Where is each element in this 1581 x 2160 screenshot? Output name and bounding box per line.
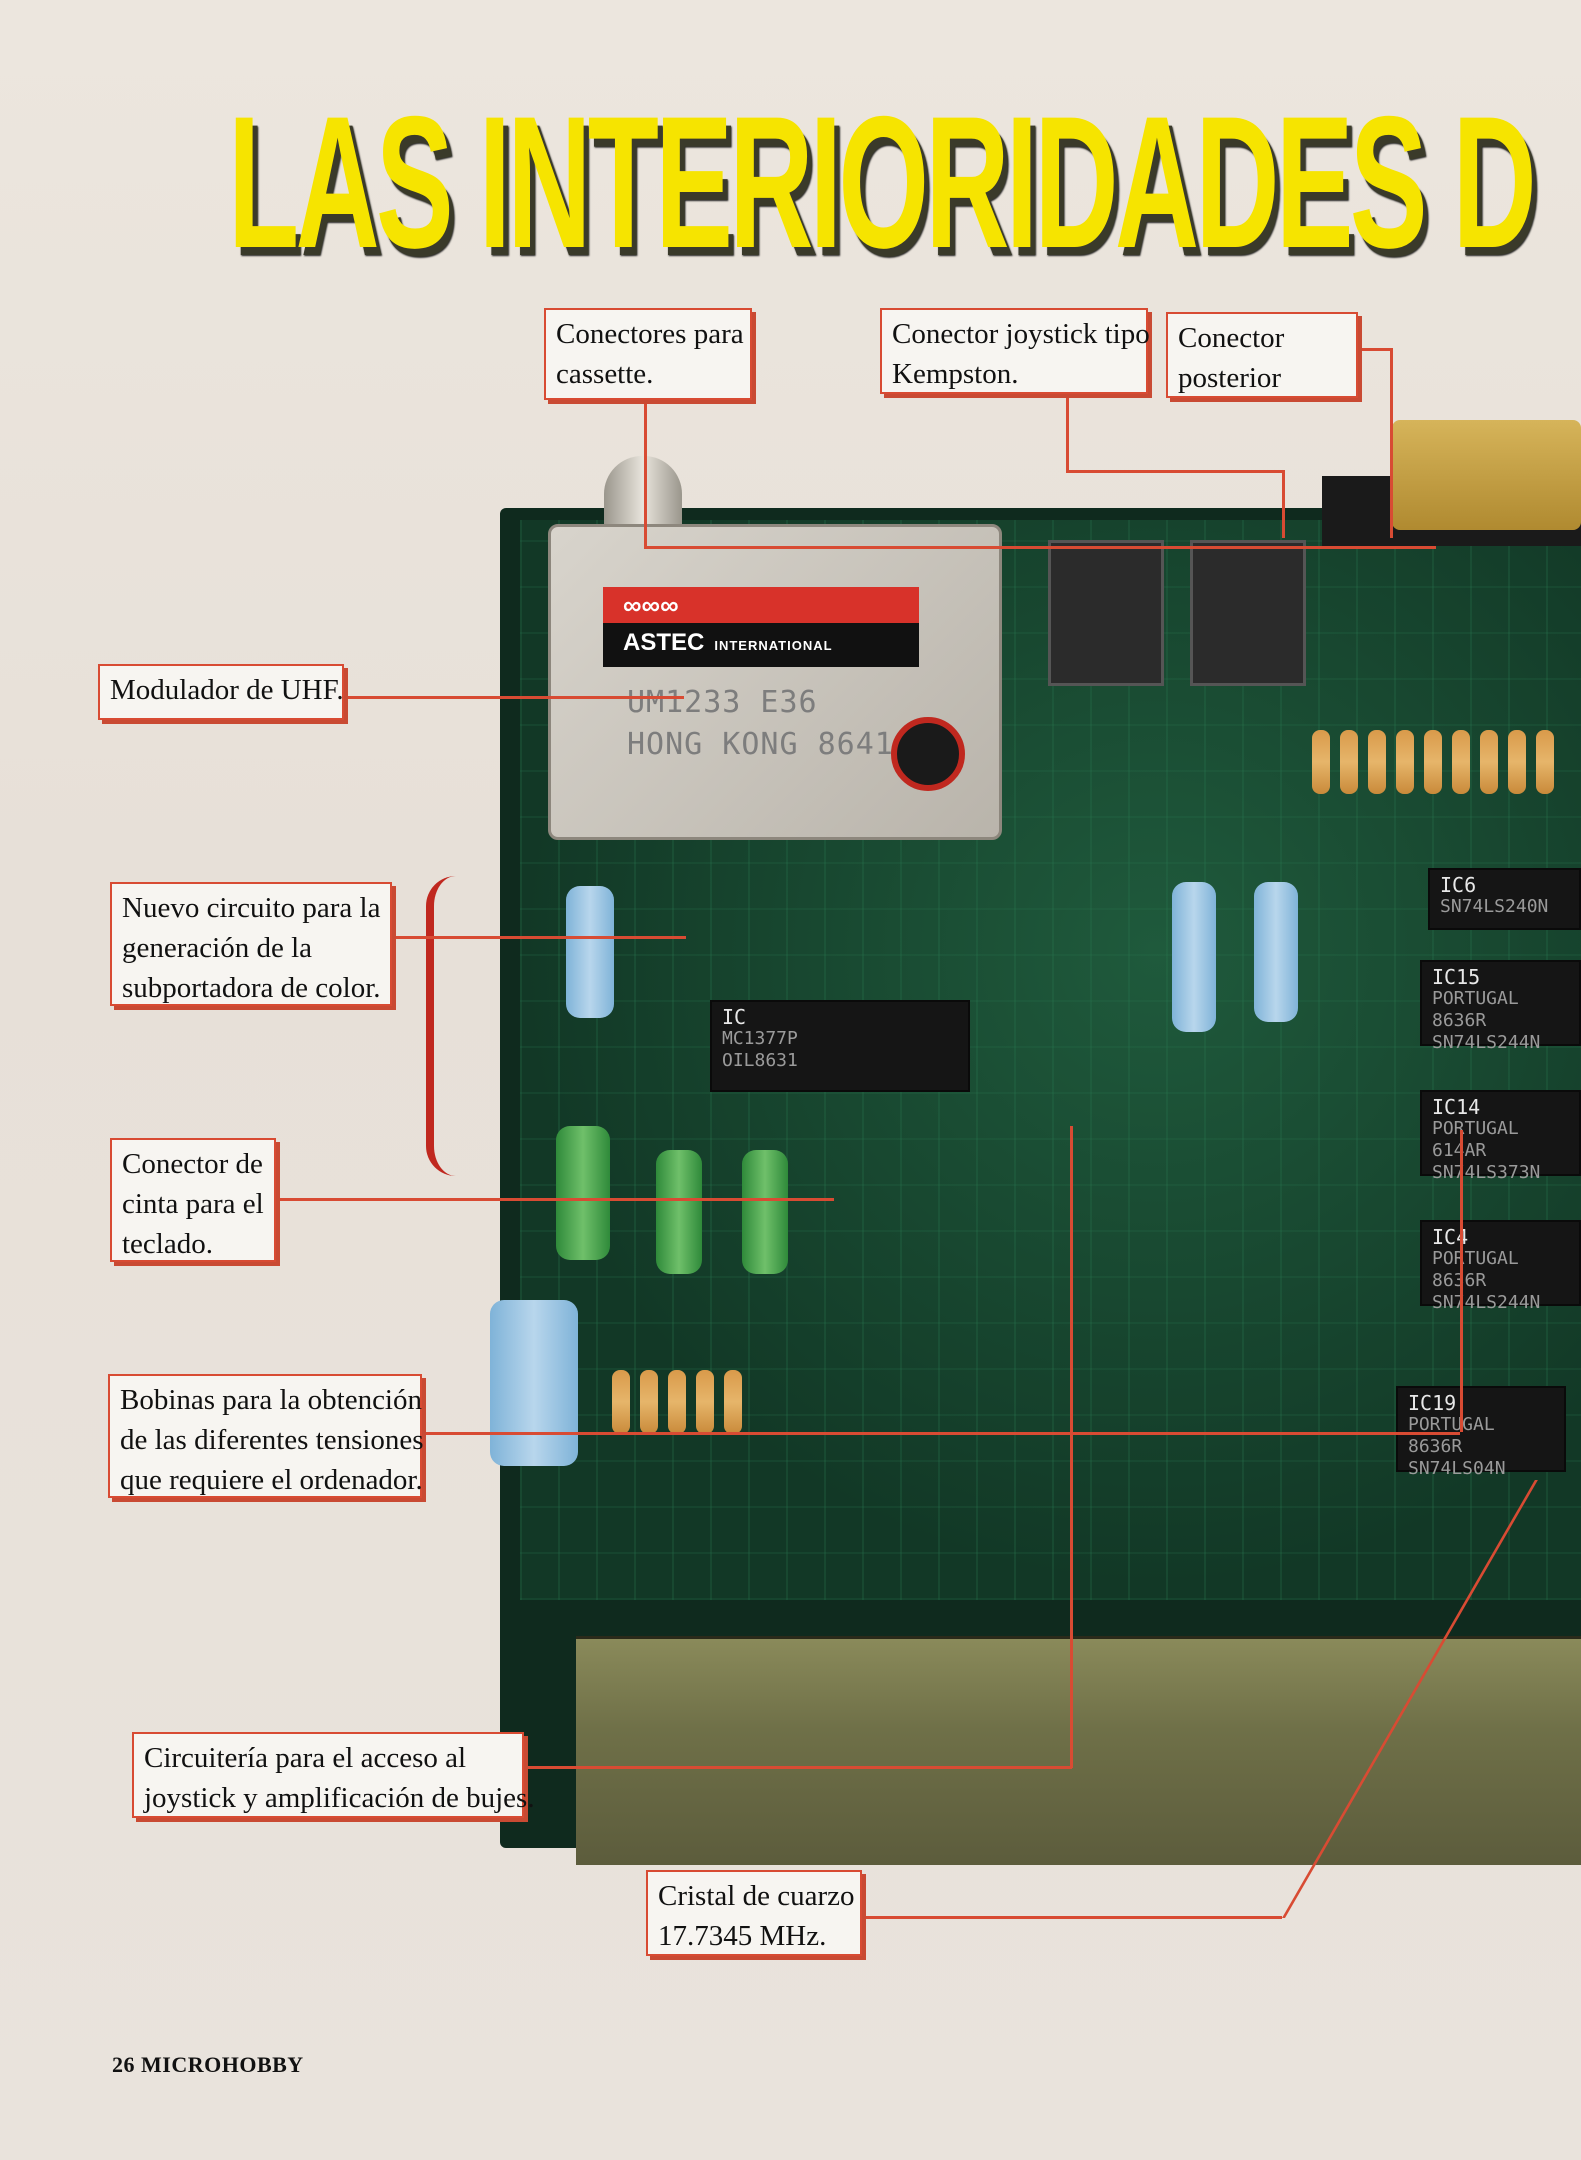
- joystick-jack: [1190, 540, 1306, 686]
- magazine-name: MICROHOBBY: [141, 2052, 304, 2077]
- leader-line: [1066, 470, 1284, 473]
- resistor: [612, 1370, 630, 1434]
- leader-line: [420, 1432, 1460, 1435]
- page-number: 26: [112, 2052, 135, 2077]
- leader-line: [1356, 348, 1392, 351]
- resistor: [1368, 730, 1386, 794]
- modulator-origin: HONG KONG 8641: [627, 727, 894, 762]
- resistor: [640, 1370, 658, 1434]
- leader-line: [274, 1198, 834, 1201]
- capacitor: [1254, 882, 1298, 1022]
- headline: LAS INTERIORIDADES D: [228, 77, 1537, 287]
- capacitor: [566, 886, 614, 1018]
- modulator-model: UM1233 E36: [627, 685, 818, 720]
- page-footer: 26 MICROHOBBY: [112, 2052, 304, 2078]
- leader-line: [1390, 348, 1393, 538]
- modulator-logo: ∞∞∞: [603, 587, 919, 623]
- leader-line: [1282, 470, 1285, 538]
- resistor: [1340, 730, 1358, 794]
- leader-line: [1070, 1126, 1073, 1768]
- red-wire: [426, 876, 470, 1176]
- leader-line: [386, 936, 686, 939]
- resistor: [1452, 730, 1470, 794]
- capacitor: [490, 1300, 578, 1466]
- callout-uhf-modulator: Modulador de UHF.: [98, 664, 344, 720]
- resistor: [1508, 730, 1526, 794]
- resistor: [1536, 730, 1554, 794]
- leader-line: [644, 398, 647, 546]
- edge-connector-shield: [576, 1636, 1581, 1865]
- leader-line: [526, 1766, 1072, 1769]
- capacitor: [1172, 882, 1216, 1032]
- resistor: [668, 1370, 686, 1434]
- leader-line: [1460, 1130, 1463, 1432]
- resistor: [1424, 730, 1442, 794]
- cassette-jack: [1048, 540, 1164, 686]
- resistor: [1396, 730, 1414, 794]
- rear-connector: [1392, 420, 1581, 530]
- coil: [742, 1150, 788, 1274]
- resistor: [1480, 730, 1498, 794]
- coil: [556, 1126, 610, 1260]
- leader-line: [344, 696, 684, 699]
- modulator-knob: [891, 717, 965, 791]
- leader-line: [862, 1916, 1282, 1919]
- coil: [656, 1150, 702, 1274]
- leader-line: [1066, 394, 1069, 470]
- resistor: [1312, 730, 1330, 794]
- rf-output-post: [604, 456, 682, 536]
- resistor: [724, 1370, 742, 1434]
- resistor: [696, 1370, 714, 1434]
- leader-line: [644, 546, 1436, 549]
